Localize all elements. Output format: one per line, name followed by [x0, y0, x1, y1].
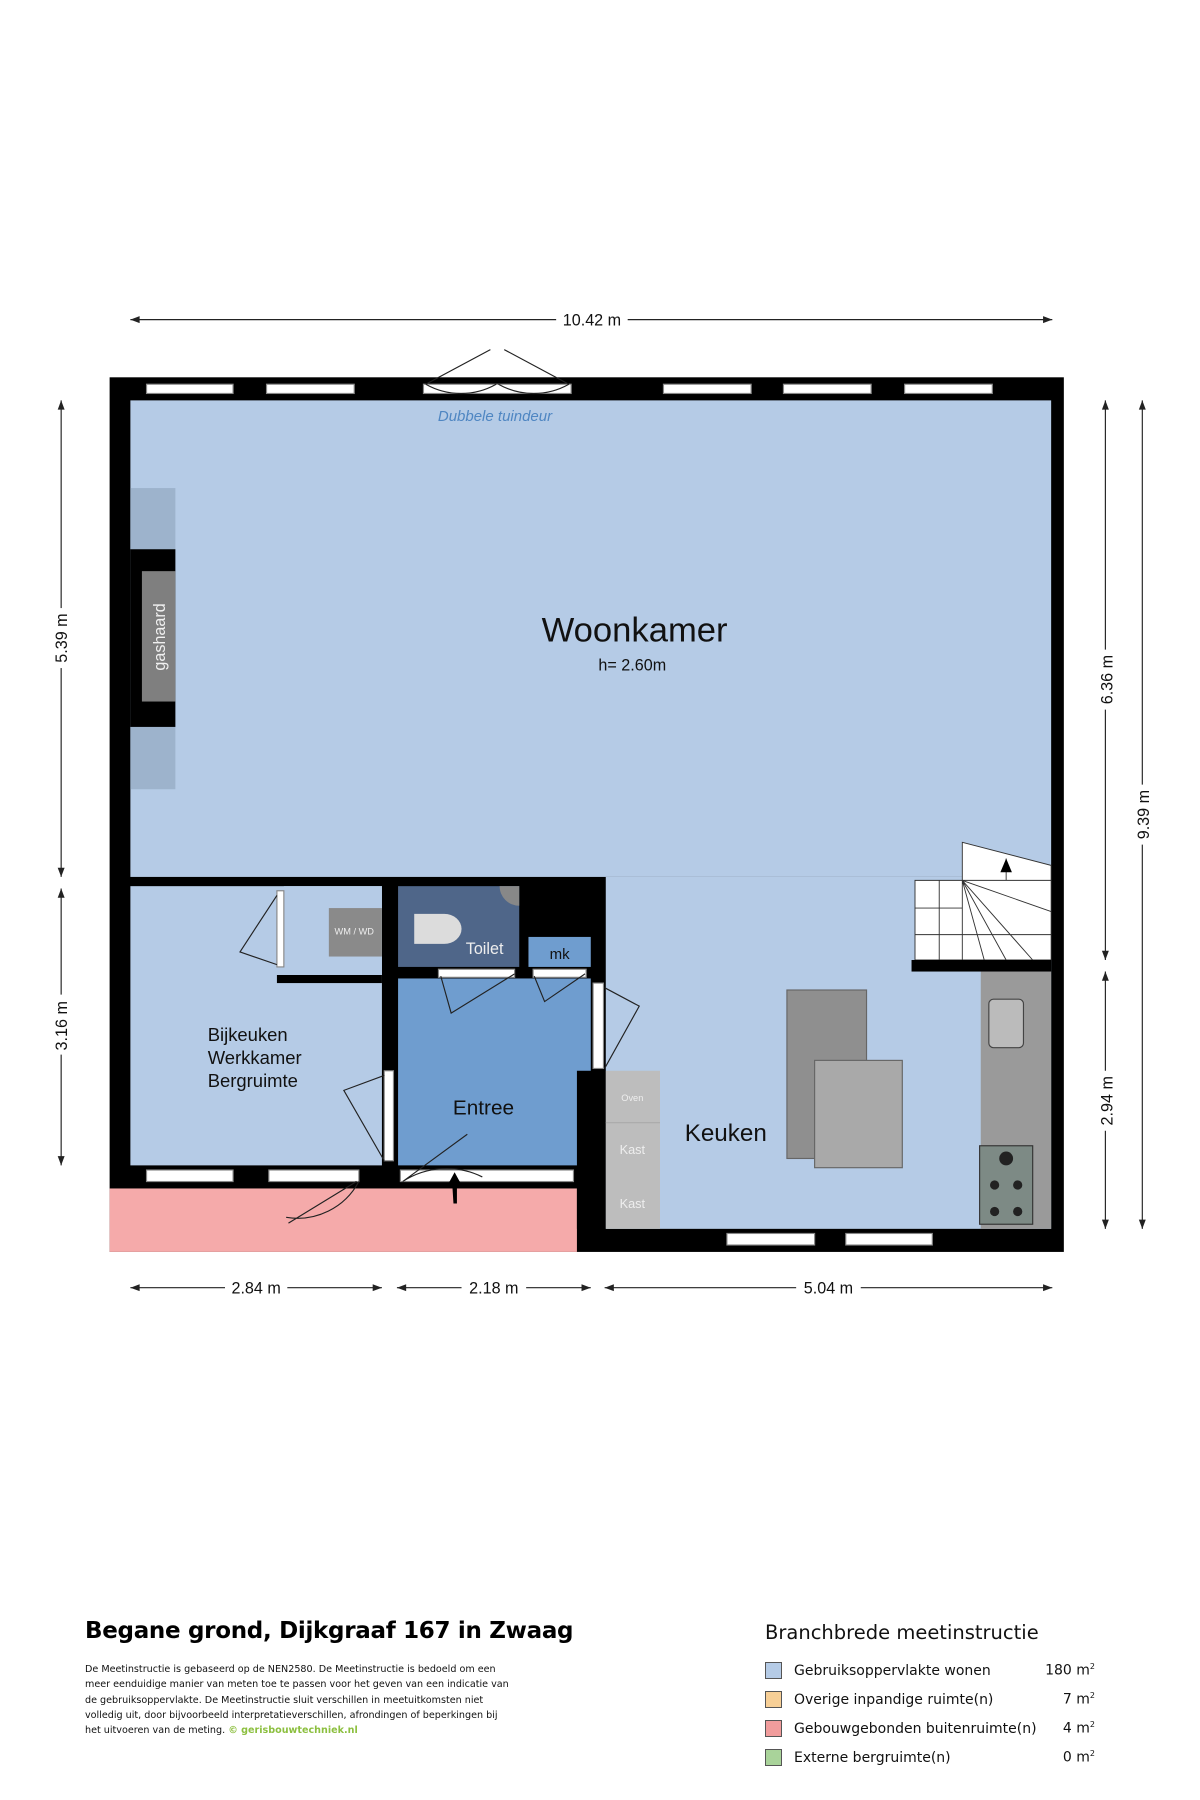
- measurement-disclaimer: De Meetinstructie is gebaseerd op de NEN…: [85, 1662, 515, 1738]
- dimension-bottom: 2.84 m 2.18 m 5.04 m: [130, 1277, 1053, 1299]
- staircase: [911, 841, 1052, 972]
- legend-row: Overige inpandige ruimte(n) 7 m2: [765, 1685, 1095, 1714]
- dimension-top: 10.42 m: [130, 309, 1053, 330]
- dim-bottom-left: 2.84 m: [231, 1279, 280, 1297]
- legend-swatch: [765, 1691, 782, 1708]
- ceiling-height-label: h= 2.60m: [598, 656, 666, 674]
- chimney-block: [130, 488, 176, 550]
- dim-left-lower: 3.16 m: [53, 1001, 71, 1050]
- dim-right-upper: 6.36 m: [1098, 655, 1116, 704]
- legend-row: Gebruiksoppervlakte wonen 180 m2: [765, 1656, 1095, 1685]
- legend-swatch: [765, 1720, 782, 1737]
- bijkeuken-label: Bijkeuken: [208, 1024, 288, 1045]
- legend-row: Gebouwgebonden buitenruimte(n) 4 m2: [765, 1714, 1095, 1743]
- windows-bottom: [145, 1133, 933, 1246]
- keuken-label: Keuken: [685, 1120, 767, 1147]
- mk-label: mk: [550, 946, 570, 963]
- disclaimer-text: De Meetinstructie is gebaseerd op de NEN…: [85, 1664, 509, 1737]
- stairs-arrow-icon: [1000, 858, 1012, 873]
- room-mk: [528, 936, 591, 967]
- legend-value: 0 m2: [1062, 1749, 1095, 1766]
- legend-value: 7 m2: [1062, 1691, 1095, 1708]
- fireplace: [141, 571, 176, 702]
- chimney-block: [130, 726, 176, 790]
- garden-door-label: Dubbele tuindeur: [438, 408, 553, 425]
- dim-left-upper: 5.39 m: [53, 613, 71, 662]
- entree-label: Entree: [453, 1097, 514, 1120]
- dim-top-width: 10.42 m: [563, 311, 621, 329]
- werkkamer-label: Werkkamer: [208, 1047, 302, 1068]
- dim-right-total: 9.39 m: [1135, 790, 1153, 839]
- legend-label: Overige inpandige ruimte(n): [794, 1691, 994, 1708]
- kast-label: Kast: [620, 1197, 646, 1211]
- room-entree: [398, 978, 591, 1166]
- inner-wall: [276, 975, 382, 984]
- windows-top: [145, 349, 993, 395]
- toilet-icon: [414, 913, 462, 944]
- terrace: [109, 1188, 577, 1252]
- wm-wd-label: WM / WD: [335, 927, 375, 937]
- dimension-left: 5.39 m 3.16 m: [50, 400, 72, 1166]
- area-legend: Branchbrede meetinstructie Gebruiksopper…: [765, 1621, 1095, 1772]
- sink-icon: [499, 886, 520, 906]
- entrance-arrow-icon: [447, 1172, 462, 1204]
- dimension-right: 6.36 m 2.94 m 9.39 m: [1095, 400, 1153, 1229]
- washing-machine: [328, 908, 382, 957]
- legend-label: Gebouwgebonden buitenruimte(n): [794, 1720, 1037, 1737]
- interior-doors: [239, 890, 641, 1162]
- dim-bottom-mid: 2.18 m: [469, 1279, 518, 1297]
- kitchen-sink-icon: [988, 998, 1025, 1049]
- inner-wall: [576, 1070, 606, 1229]
- toilet-label: Toilet: [466, 940, 504, 958]
- legend-swatch: [765, 1662, 782, 1679]
- dim-right-lower: 2.94 m: [1098, 1076, 1116, 1125]
- kast-label: Kast: [620, 1143, 646, 1157]
- legend-value: 4 m2: [1062, 1720, 1095, 1737]
- stove-icon: [979, 1145, 1034, 1225]
- legend-label: Gebruiksoppervlakte wonen: [794, 1662, 991, 1679]
- legend-title: Branchbrede meetinstructie: [765, 1621, 1039, 1644]
- woonkamer-label: Woonkamer: [542, 612, 728, 650]
- credit-link[interactable]: © gerisbouwtechniek.nl: [228, 1725, 358, 1737]
- legend-row: Externe bergruimte(n) 0 m2: [765, 1743, 1095, 1772]
- dim-bottom-right: 5.04 m: [804, 1279, 853, 1297]
- oven-label: Oven: [621, 1093, 643, 1103]
- kitchen-cabinets: [605, 1070, 660, 1229]
- legend-swatch: [765, 1749, 782, 1766]
- legend-label: Externe bergruimte(n): [794, 1749, 951, 1766]
- room-woonkamer: [130, 400, 1052, 877]
- plan-title: Begane grond, Dijkgraaf 167 in Zwaag: [85, 1618, 574, 1644]
- fireplace-label: gashaard: [151, 603, 169, 670]
- kitchen-table: [814, 1059, 903, 1169]
- legend-value: 180 m2: [1045, 1662, 1095, 1679]
- bergruimte-label: Bergruimte: [208, 1070, 298, 1091]
